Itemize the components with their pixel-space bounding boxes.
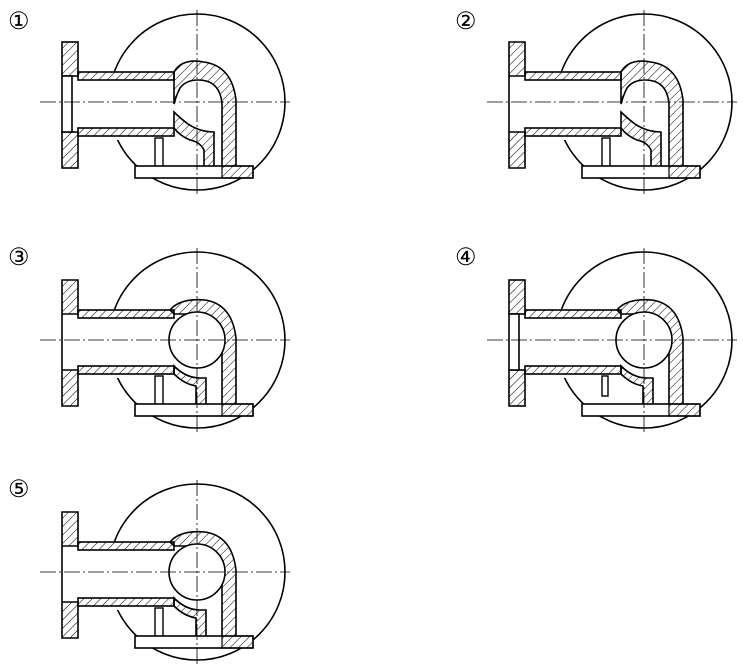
base-hatch: [221, 403, 254, 417]
flange-bottom: [61, 369, 79, 407]
flange-face: [61, 75, 73, 133]
option-5-label: ⑤: [8, 475, 30, 503]
pipe-wall-top: [77, 541, 175, 551]
rib: [601, 375, 609, 397]
elbow-wall: [173, 60, 237, 169]
option-4-label: ④: [455, 243, 477, 271]
option-2-label: ②: [455, 7, 477, 35]
option-1-label: ①: [8, 7, 30, 35]
flange-face: [508, 313, 520, 371]
lower-wall: [173, 596, 207, 639]
flange-bottom: [508, 131, 526, 169]
pipe-wall-bottom: [77, 127, 175, 137]
base-hatch: [221, 635, 254, 649]
rib: [154, 607, 164, 639]
base-hatch: [668, 165, 701, 179]
pipe-wall-bottom: [77, 597, 175, 607]
pipe-wall-bottom: [524, 127, 622, 137]
option-3-label: ③: [8, 243, 30, 271]
flange-top: [61, 511, 79, 547]
base-hatch: [221, 165, 254, 179]
elbow-wall: [620, 60, 684, 169]
flange-bottom: [61, 601, 79, 639]
base-hatch: [668, 403, 701, 417]
